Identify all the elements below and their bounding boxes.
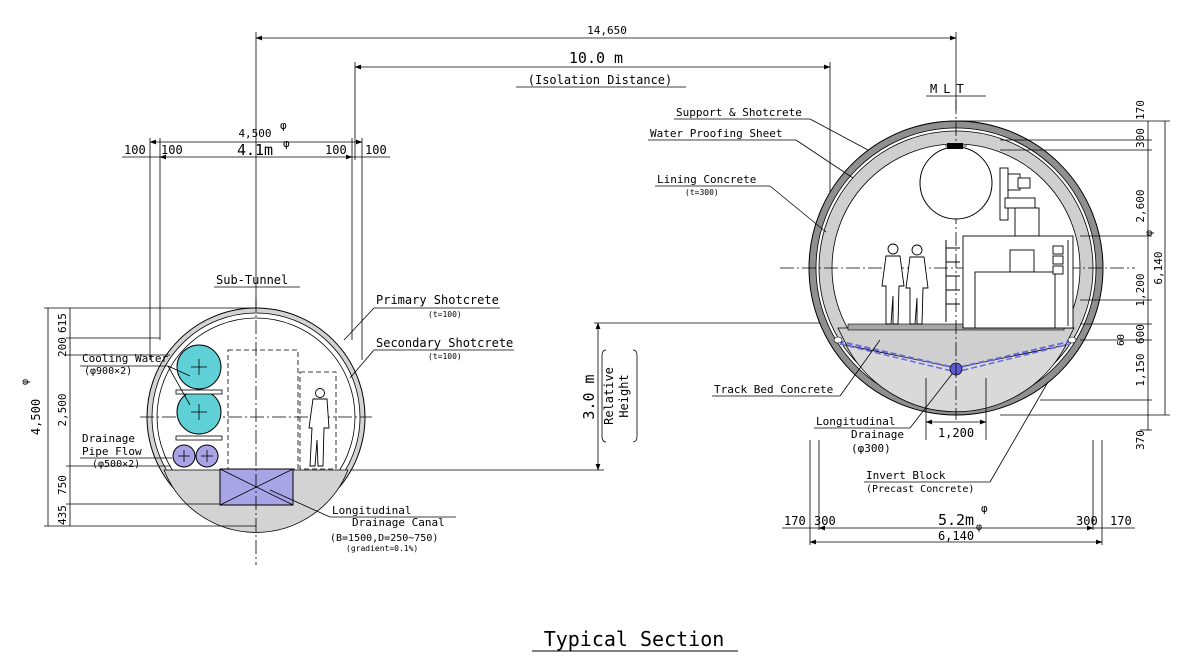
sub-dia-inner-phi: φ: [283, 137, 290, 150]
relative-value: 3.0 m: [580, 374, 598, 419]
mlt-inner-dia: 5.2m: [938, 511, 974, 529]
sub-dia-left-phi: φ: [20, 379, 31, 385]
sub-v-435: 435: [56, 505, 69, 525]
label-waterproof: Water Proofing Sheet: [650, 127, 782, 140]
mlt-v-60: 60: [1116, 334, 1127, 346]
label-drainage-spec: (φ500×2): [92, 459, 140, 470]
label-secondary-t: (t=100): [428, 352, 462, 361]
label-lining: Lining Concrete: [657, 173, 756, 186]
sub-w100-b: 100: [161, 143, 183, 157]
isolation-value: 10.0 m: [569, 49, 623, 67]
sub-dia-inner: 4.1m: [237, 141, 273, 159]
dim-span-total: 14,650: [255, 24, 957, 310]
person-figures-mlt: [881, 243, 929, 325]
sub-w100-d: 100: [365, 143, 387, 157]
label-long-drain-1: Longitudinal: [816, 415, 895, 428]
sub-w100-a: 100: [124, 143, 146, 157]
cable-hangers: [945, 240, 960, 322]
relative-label-1: Relative: [602, 367, 616, 425]
label-lining-t: (t=300): [685, 188, 719, 197]
mlt-dia-right: 6,140: [1152, 251, 1165, 284]
sub-v-2500: 2,500: [56, 393, 69, 426]
mlt-b300-left: 300: [814, 514, 836, 528]
label-canal-spec: (B=1500,D=250~750): [330, 533, 438, 544]
title-text: Typical Section: [544, 627, 725, 651]
label-invert-spec: (Precast Concrete): [866, 484, 974, 495]
mlt-v-600: 600: [1134, 324, 1147, 344]
label-drainage-1: Drainage: [82, 432, 135, 445]
equipment-block: [962, 167, 1074, 329]
mlt-v-170: 170: [1134, 100, 1147, 120]
mlt-b300-right: 300: [1076, 514, 1098, 528]
label-track-bed: Track Bed Concrete: [714, 383, 833, 396]
sub-dia-outer: 4,500: [238, 127, 271, 140]
mlt-w-1200: 1,200: [938, 426, 974, 440]
sub-dia-outer-phi: φ: [280, 119, 287, 132]
mlt-outer-phi: φ: [976, 522, 982, 533]
label-canal-gradient: (gradient=0.1%): [346, 544, 418, 553]
mlt-outer-dia: 6,140: [938, 529, 974, 543]
label-invert-block: Invert Block: [866, 469, 946, 482]
sub-v-750: 750: [56, 475, 69, 495]
label-drainage-2: Pipe Flow: [82, 445, 142, 458]
mlt-dia-right-phi: φ: [1144, 230, 1155, 236]
sub-v-200: 200: [56, 337, 69, 357]
mlt-section: MLT: [648, 82, 1170, 545]
sub-w100-c: 100: [325, 143, 347, 157]
label-canal-2: Drainage Canal: [352, 516, 445, 529]
sub-dia-left: 4,500: [29, 399, 43, 435]
isolation-label: (Isolation Distance): [528, 73, 673, 87]
mlt-v-1150: 1,150: [1134, 353, 1147, 386]
relative-label-2: Height: [617, 374, 631, 417]
dim-relative-height: 3.0 m Relative Height: [350, 322, 836, 471]
mlt-b170-right: 170: [1110, 514, 1132, 528]
mlt-v-2600: 2,600: [1134, 189, 1147, 222]
dim-isolation-distance: 10.0 m (Isolation Distance): [354, 49, 831, 200]
label-cooling-spec: (φ900×2): [84, 366, 132, 377]
mlt-v-300: 300: [1134, 128, 1147, 148]
span-total-text: 14,650: [587, 24, 627, 37]
label-long-drain-spec: (φ300): [851, 442, 891, 455]
label-sub-tunnel: Sub-Tunnel: [216, 273, 288, 287]
sub-tunnel-section: 4,500 φ 4.1m φ 100 100 100 100: [20, 119, 514, 565]
label-primary-t: (t=100): [428, 310, 462, 319]
person-figure-sub: [308, 388, 330, 467]
drawing-title: Typical Section: [532, 627, 738, 652]
label-canal-1: Longitudinal: [332, 504, 411, 517]
label-long-drain-2: Drainage: [851, 428, 904, 441]
mlt-v-1200: 1,200: [1134, 273, 1147, 306]
mlt-v-370: 370: [1134, 430, 1147, 450]
label-support: Support & Shotcrete: [676, 106, 802, 119]
sub-v-615: 615: [56, 313, 69, 333]
label-cooling-water: Cooling Water: [82, 352, 168, 365]
label-secondary-shotcrete: Secondary Shotcrete: [376, 336, 513, 350]
mlt-b170-left: 170: [784, 514, 806, 528]
label-primary-shotcrete: Primary Shotcrete: [376, 293, 499, 307]
mlt-inner-phi: φ: [981, 502, 988, 515]
label-mlt: MLT: [930, 82, 970, 96]
